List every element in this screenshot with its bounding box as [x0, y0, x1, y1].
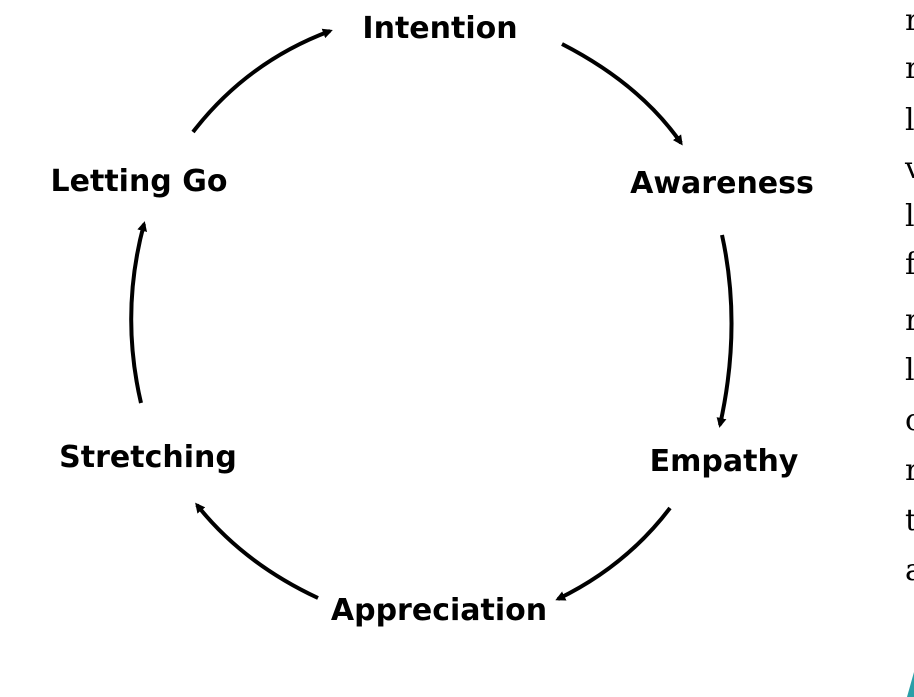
node-label-appreciation: Appreciation — [331, 593, 547, 628]
arrow-empathy-to-appreciation — [555, 506, 672, 601]
edge-letter-2: r — [905, 51, 914, 86]
node-label-stretching: Stretching — [59, 440, 237, 475]
edge-letter-7: r — [905, 303, 914, 338]
edge-letter-12: a — [905, 553, 914, 588]
arrow-stretching-to-letting-go — [129, 221, 148, 404]
edge-letter-8: l — [905, 353, 914, 388]
edge-letter-10: r — [905, 453, 914, 488]
node-label-empathy: Empathy — [650, 444, 799, 479]
edge-letter-4: v — [904, 151, 914, 186]
edge-letter-9: c — [905, 403, 914, 438]
edge-letter-6: f — [905, 247, 914, 282]
node-label-awareness: Awareness — [630, 166, 814, 201]
edge-letter-3: l — [905, 103, 914, 138]
node-label-letting-go: Letting Go — [51, 164, 228, 199]
arrow-awareness-to-empathy — [716, 234, 734, 428]
edge-letter-1: r — [905, 3, 914, 38]
arrow-appreciation-to-stretching — [195, 502, 319, 600]
edge-letter-11: t — [905, 503, 914, 538]
edge-letter-5: l — [905, 199, 914, 234]
accent-mark — [907, 672, 914, 697]
arrow-intention-to-awareness — [561, 42, 683, 146]
arrow-letting-go-to-intention — [191, 28, 333, 134]
truncated-text-column: r r l v l f r l c r t a — [904, 3, 914, 697]
node-label-intention: Intention — [362, 11, 517, 46]
